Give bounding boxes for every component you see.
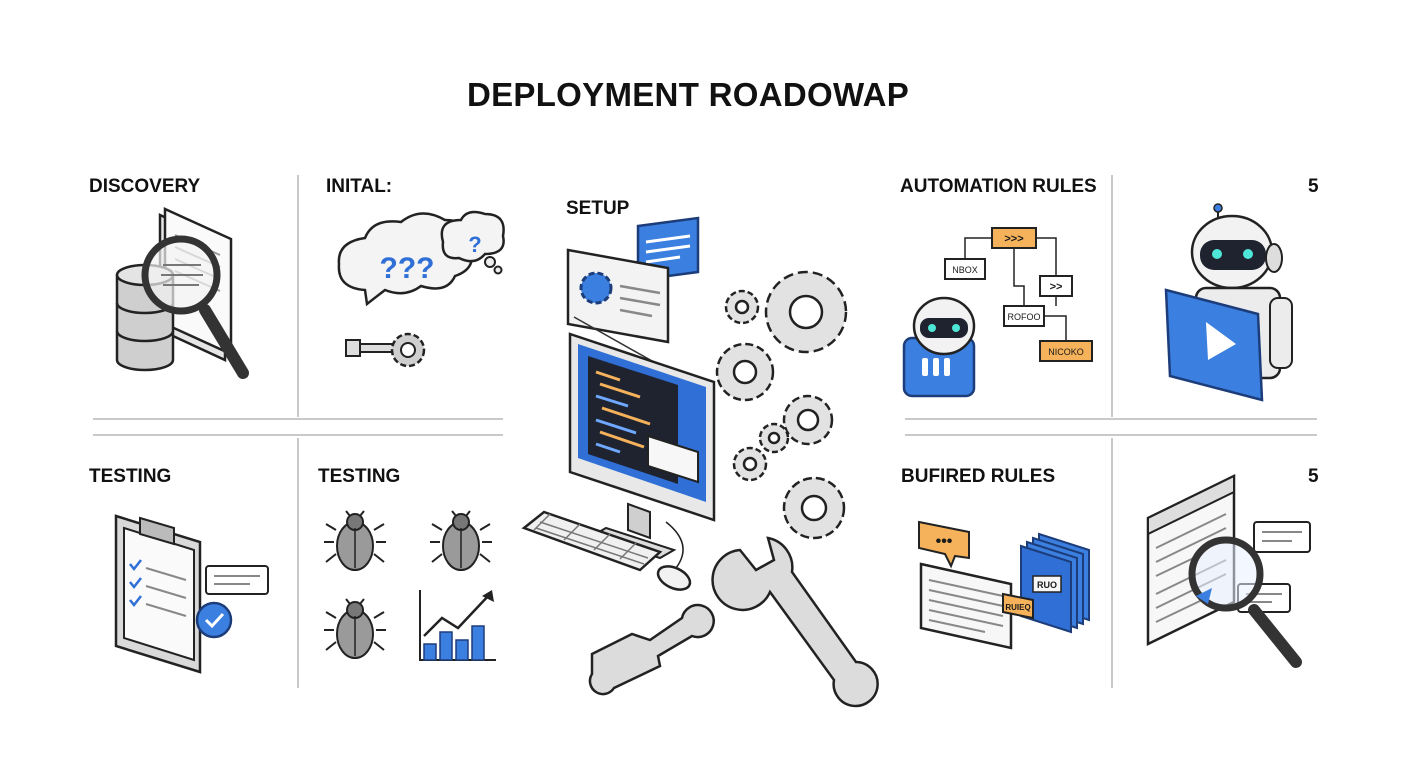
section-label-inital: INITAL:: [326, 176, 393, 197]
monitor-code-icon: [521, 216, 716, 591]
flow-node-left: NBOX: [952, 265, 978, 275]
question-mark-small: ?: [468, 232, 481, 257]
section-label-discovery: DISCOVERY: [89, 176, 201, 197]
section-label-setup: SETUP: [566, 198, 630, 219]
flowchart-icon: >>> NBOX >> ROFOO NICOKO: [944, 227, 1093, 362]
divider-vertical-bottom-left: [297, 438, 299, 688]
question-bubbles-icon: ??? ?: [337, 210, 505, 307]
card-tag-label: RUIEQ: [1005, 603, 1030, 612]
divider-horizontal-right-b: [905, 434, 1317, 436]
message-bubble-dots: •••: [936, 533, 953, 550]
key-gear-icon: [345, 332, 426, 368]
section-label-automation-rules: AUTOMATION RULES: [900, 176, 1097, 197]
question-marks-large: ???: [380, 252, 435, 285]
database-magnifier-icon: [115, 207, 249, 379]
divider-vertical-top-right: [1111, 175, 1113, 417]
bug-icon: [324, 598, 386, 659]
divider-vertical-bottom-right: [1111, 438, 1113, 688]
divider-vertical-top-left: [297, 175, 299, 417]
growth-chart-icon: [419, 590, 496, 661]
robot-icon: [902, 296, 976, 398]
divider-horizontal-left-b: [93, 434, 503, 436]
bug-icon: [430, 510, 492, 571]
document-search-icon: [1146, 473, 1311, 668]
robot-icon: [1164, 203, 1293, 402]
flow-node-top: >>>: [1004, 233, 1023, 245]
flow-node-bottom: NICOKO: [1048, 347, 1084, 357]
section-label-bufired-rules: BUFIRED RULES: [901, 466, 1056, 487]
page-title: DEPLOYMENT ROADOWAP: [466, 76, 910, 113]
clipboard-checklist-icon: [114, 514, 269, 674]
wrench-icon: [588, 536, 879, 708]
section-label-testing-left: TESTING: [89, 466, 172, 487]
divider-horizontal-right-a: [905, 418, 1317, 420]
message-cards-icon: ••• RUO RUIEQ: [918, 520, 1090, 650]
gears-icon: [715, 270, 848, 540]
section-number-top-right: 5: [1308, 176, 1319, 197]
section-number-bottom-right: 5: [1308, 466, 1319, 487]
divider-horizontal-left-a: [93, 418, 503, 420]
card-front-label: RUO: [1037, 580, 1057, 590]
bug-icon: [324, 510, 386, 571]
flow-node-mid: >>: [1050, 281, 1063, 293]
flow-node-lower: ROFOO: [1008, 312, 1041, 322]
section-label-testing-middle: TESTING: [318, 466, 401, 487]
